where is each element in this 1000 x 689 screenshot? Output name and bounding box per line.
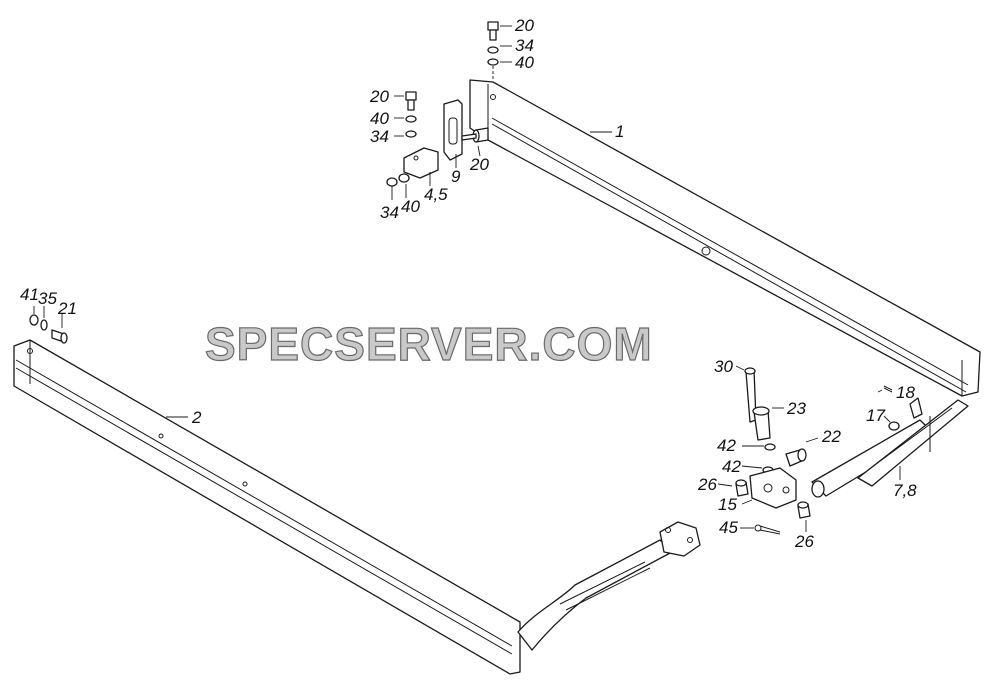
callout-26-a: 26	[697, 475, 717, 494]
callout-41: 41	[20, 285, 39, 304]
callout-22: 22	[821, 427, 841, 446]
callout-34-top: 34	[515, 36, 534, 55]
fastener-stack-left	[405, 91, 417, 138]
leader-lines	[33, 25, 901, 532]
fastener-group-left-end	[29, 314, 68, 344]
callout-42-b: 42	[722, 457, 741, 476]
callout-17: 17	[866, 406, 885, 425]
callout-30: 30	[714, 357, 733, 376]
callout-40-bottom: 40	[401, 197, 420, 216]
bracket-part-9	[443, 99, 489, 161]
callout-35: 35	[38, 289, 57, 308]
callout-9: 9	[451, 167, 461, 186]
callout-26-b: 26	[794, 532, 814, 551]
callout-34-left: 34	[370, 127, 389, 146]
callout-20-left: 20	[369, 87, 389, 106]
callout-2: 2	[191, 408, 202, 427]
callout-40-left: 40	[370, 109, 389, 128]
fastener-group-right-end	[883, 385, 900, 431]
callout-7-8: 7,8	[893, 481, 917, 500]
hinge-assembly	[735, 367, 811, 535]
callout-40-top: 40	[515, 53, 534, 72]
callout-23: 23	[786, 399, 806, 418]
bar-part-1	[469, 79, 981, 397]
bracket-part-4-5	[386, 147, 439, 187]
callout-34-bottom: 34	[380, 203, 399, 222]
fastener-stack-top	[487, 21, 499, 80]
callout-1: 1	[615, 122, 624, 141]
callout-labels: 20 34 40 20 40 34 20 9 4,5 40 34 1 2 41 …	[20, 16, 917, 551]
callout-15: 15	[718, 495, 737, 514]
watermark-text: SPECSERVER.COM	[205, 318, 653, 370]
callout-21: 21	[57, 299, 77, 318]
callout-45: 45	[719, 518, 738, 537]
callout-4-5: 4,5	[424, 185, 448, 204]
tube-part-7-8	[811, 397, 969, 498]
callout-18: 18	[896, 383, 915, 402]
callout-20-top: 20	[514, 16, 534, 35]
callout-42-a: 42	[717, 436, 736, 455]
bar-part-2	[13, 339, 701, 675]
callout-20-bolt: 20	[469, 155, 489, 174]
